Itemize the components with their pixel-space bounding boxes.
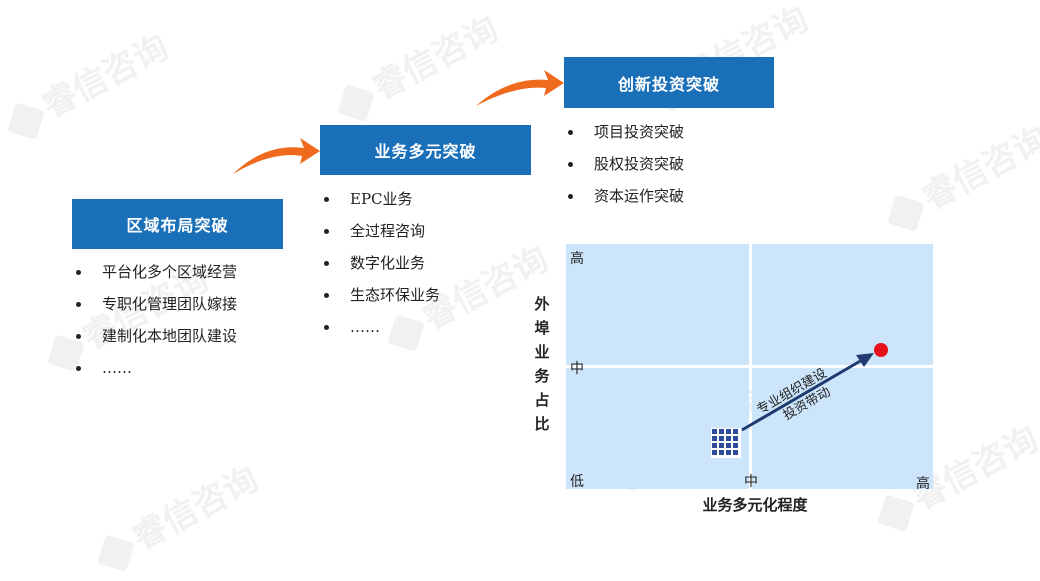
list-item: 资本运作突破 [564,180,684,212]
y-tick-low: 低 [570,474,584,490]
growth-arrow [741,353,874,432]
list-item: 专职化管理团队嫁接 [72,288,237,320]
target-dot [874,343,888,357]
list-item: 股权投资突破 [564,148,684,180]
list-item: …… [72,352,237,384]
matrix-chart: 高 中 低 中 高 专业组织建设 投资带动 [566,244,933,492]
curved-arrow-1 [233,138,320,174]
list-item: 数字化业务 [320,247,440,279]
list-item: 生态环保业务 [320,279,440,311]
curved-arrow-2 [476,70,564,106]
list-item: 平台化多个区域经营 [72,256,237,288]
x-axis-label: 业务多元化程度 [702,496,808,514]
y-axis-label: 外 埠 业 务 占 比 [534,295,550,433]
step-arrows [233,70,564,174]
building-icon [711,428,741,458]
step-list-diversification: EPC业务 全过程咨询 数字化业务 生态环保业务 …… [320,183,440,343]
list-item: …… [320,311,440,343]
quadrant-top-left [566,244,749,365]
x-tick-mid: 中 [744,474,758,490]
step-header-investment: 创新投资突破 [564,57,774,108]
list-item: EPC业务 [320,183,440,215]
quadrant-top-right [752,244,933,365]
quadrant-bottom-right [752,368,933,489]
step-header-diversification: 业务多元突破 [320,125,531,175]
y-tick-mid: 中 [570,361,584,377]
list-item: 全过程咨询 [320,215,440,247]
step-list-regional: 平台化多个区域经营 专职化管理团队嫁接 建制化本地团队建设 …… [72,256,237,384]
y-tick-high: 高 [570,250,584,267]
step-header-regional: 区域布局突破 [72,199,283,249]
step-list-investment: 项目投资突破 股权投资突破 资本运作突破 [564,116,684,212]
x-tick-high: 高 [916,475,930,492]
list-item: 项目投资突破 [564,116,684,148]
list-item: 建制化本地团队建设 [72,320,237,352]
